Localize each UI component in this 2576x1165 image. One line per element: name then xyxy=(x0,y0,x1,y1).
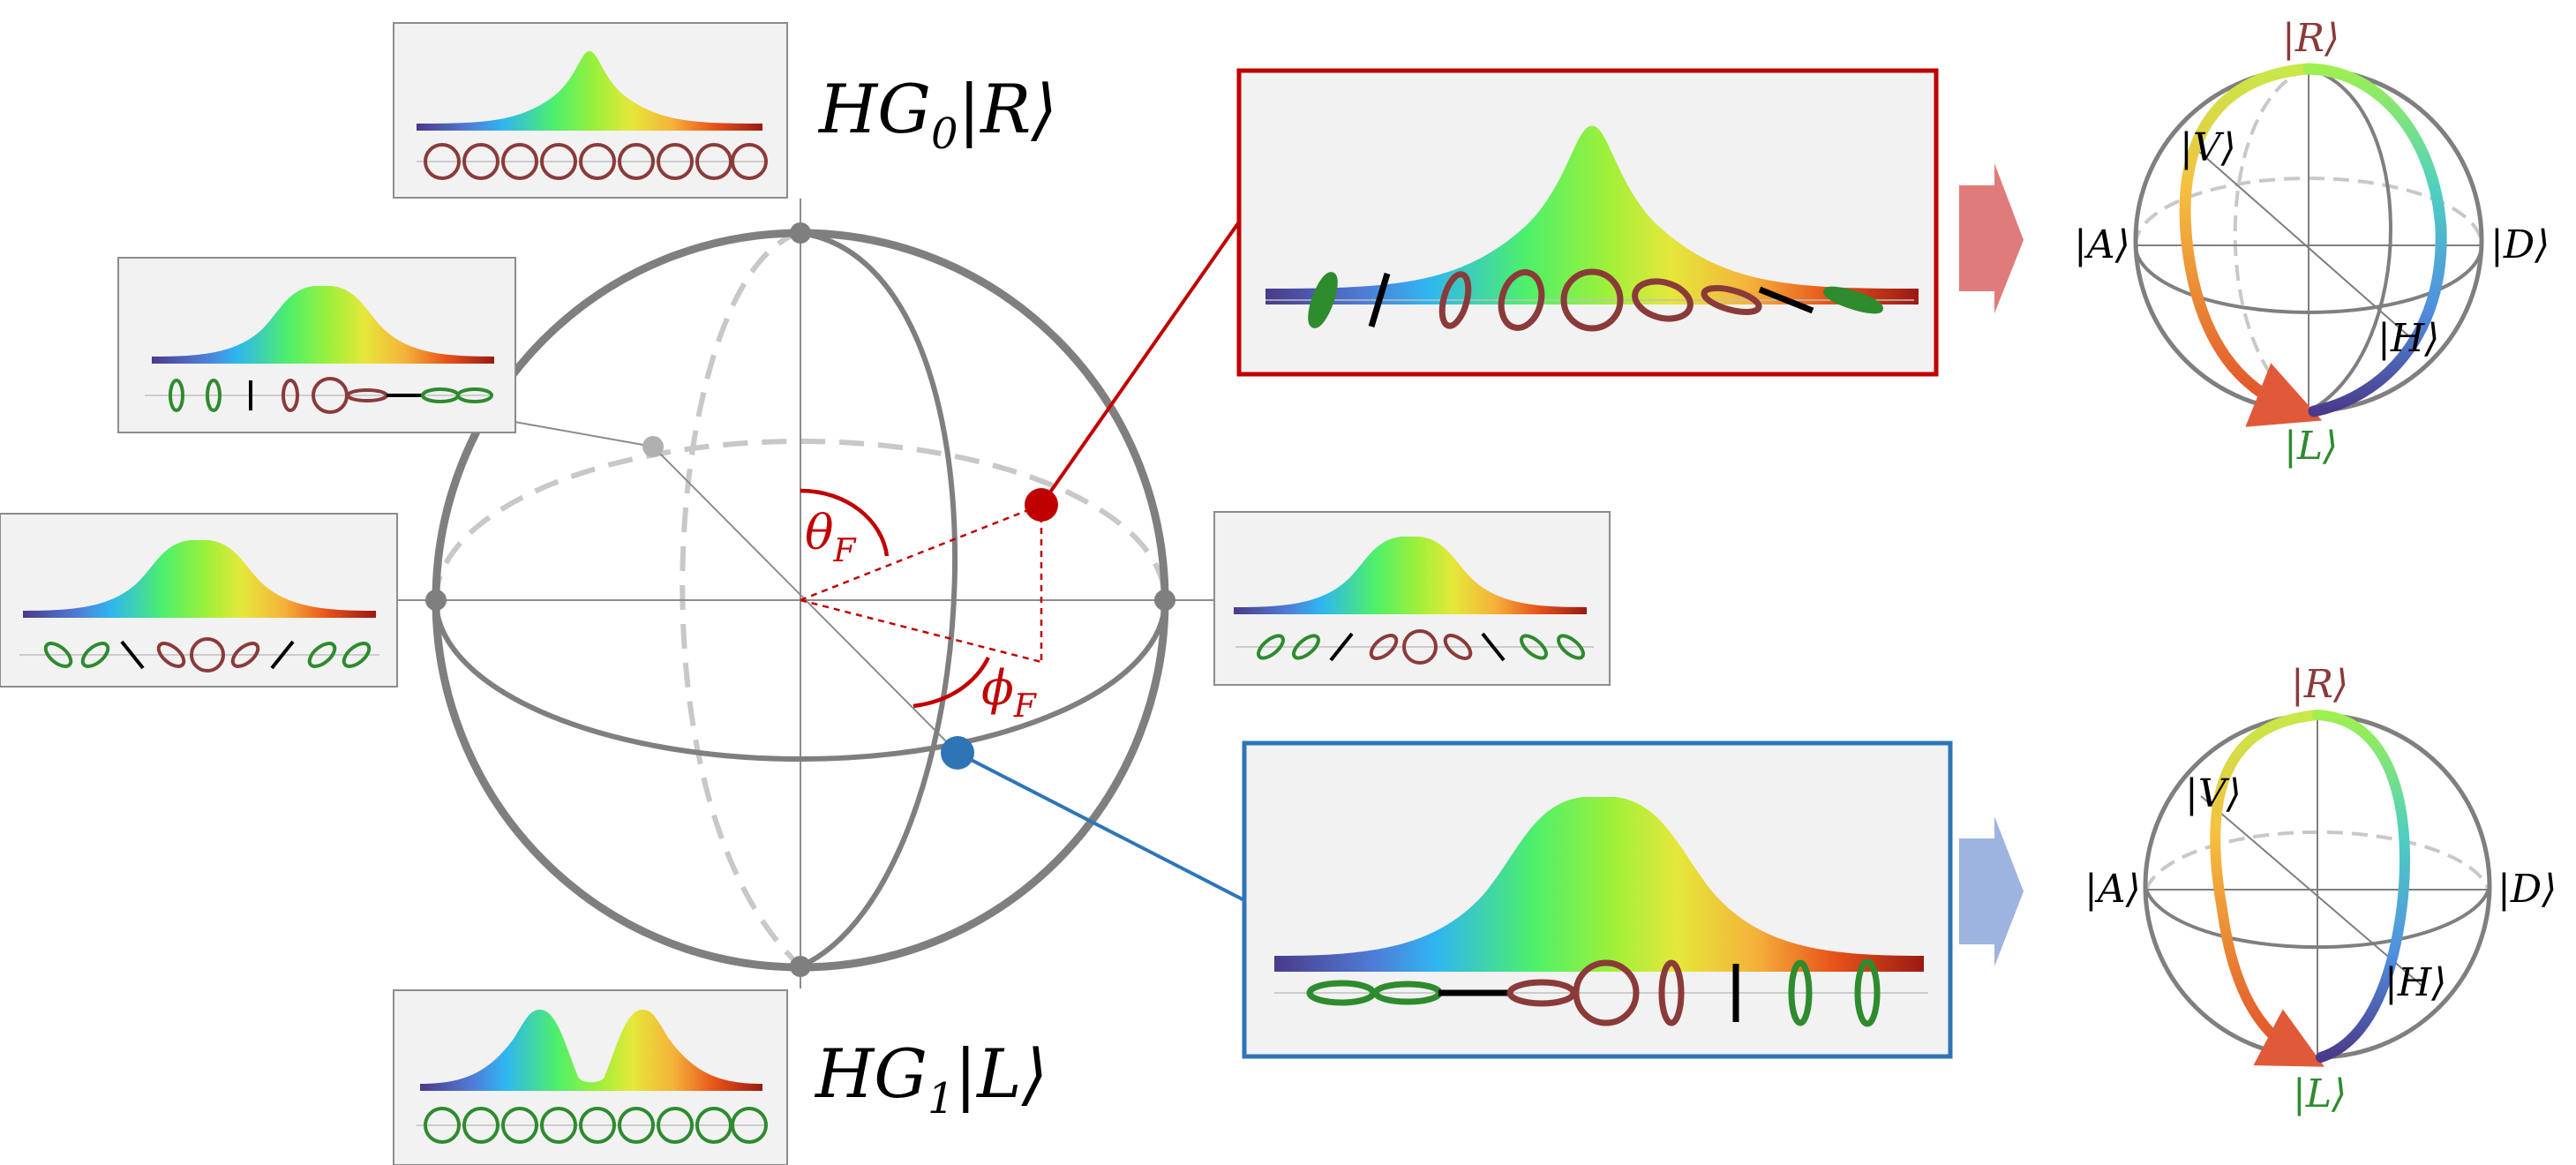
phi-label: ϕF xyxy=(981,660,1038,725)
upper-bloch-A: |A⟩ xyxy=(2074,222,2130,267)
upper-bloch-L: |L⟩ xyxy=(2284,424,2338,469)
lower-bloch-R: |R⟩ xyxy=(2291,662,2348,707)
lower-bloch-D: |D⟩ xyxy=(2497,867,2557,912)
lower-bloch-A: |A⟩ xyxy=(2084,867,2141,912)
blue-state-connector xyxy=(957,751,1245,902)
upper-bloch-sphere: |R⟩ |L⟩ |A⟩ |D⟩ |V⟩ |H⟩ xyxy=(2074,16,2550,469)
lower-bloch-sphere: |R⟩ |L⟩ |A⟩ |D⟩ |V⟩ |H⟩ xyxy=(2084,662,2557,1116)
panel-north-state xyxy=(393,22,788,199)
angle-construction: θF ϕF xyxy=(800,488,1043,725)
theta-arc xyxy=(800,488,890,557)
blue-arrow xyxy=(1959,816,2024,966)
main-sphere xyxy=(425,222,1175,977)
lower-bloch-V: |V⟩ xyxy=(2185,771,2242,816)
panel-connectors xyxy=(397,199,1214,988)
north-pole-dot xyxy=(790,222,811,244)
panel-blue-state xyxy=(1242,740,1953,1059)
south-pole-label: HG1|L⟩ xyxy=(814,1034,1048,1124)
red-arrow xyxy=(1959,163,2024,313)
theta-label: θF xyxy=(805,505,858,569)
lower-bloch-L: |L⟩ xyxy=(2293,1071,2347,1116)
north-pole-label: HG0|R⟩ xyxy=(817,70,1057,159)
panel-right-state xyxy=(1213,511,1611,686)
red-state-point[interactable] xyxy=(1025,488,1058,522)
upper-bloch-H: |H⟩ xyxy=(2377,316,2439,361)
upper-bloch-V: |V⟩ xyxy=(2180,125,2236,170)
upper-bloch-D: |D⟩ xyxy=(2490,222,2550,267)
panel-red-state xyxy=(1236,68,1939,377)
lower-bloch-H: |H⟩ xyxy=(2384,960,2446,1005)
red-state-connector xyxy=(1040,219,1242,507)
blue-state-point[interactable] xyxy=(941,736,974,770)
phi-arc xyxy=(912,656,991,709)
south-pole-dot xyxy=(790,956,811,977)
panel-left-state xyxy=(0,513,398,688)
panel-upper-left-state xyxy=(117,257,516,433)
panel-south-state xyxy=(393,989,788,1165)
upper-bloch-R: |R⟩ xyxy=(2282,16,2339,61)
